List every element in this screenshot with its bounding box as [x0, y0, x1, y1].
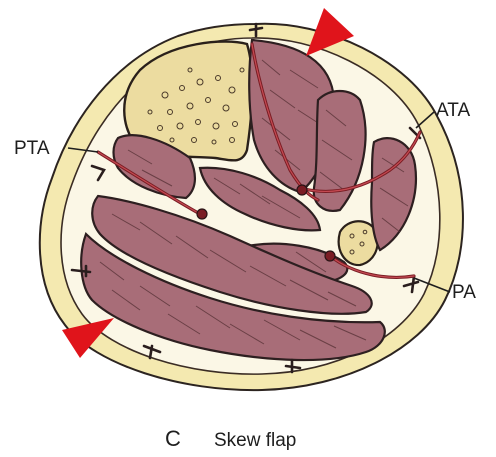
- label-ata: ATA: [436, 100, 470, 121]
- panel-letter: C: [165, 426, 181, 451]
- label-pa: PA: [452, 282, 476, 303]
- label-pta: PTA: [14, 138, 50, 159]
- figure-caption: Skew flap: [214, 430, 296, 451]
